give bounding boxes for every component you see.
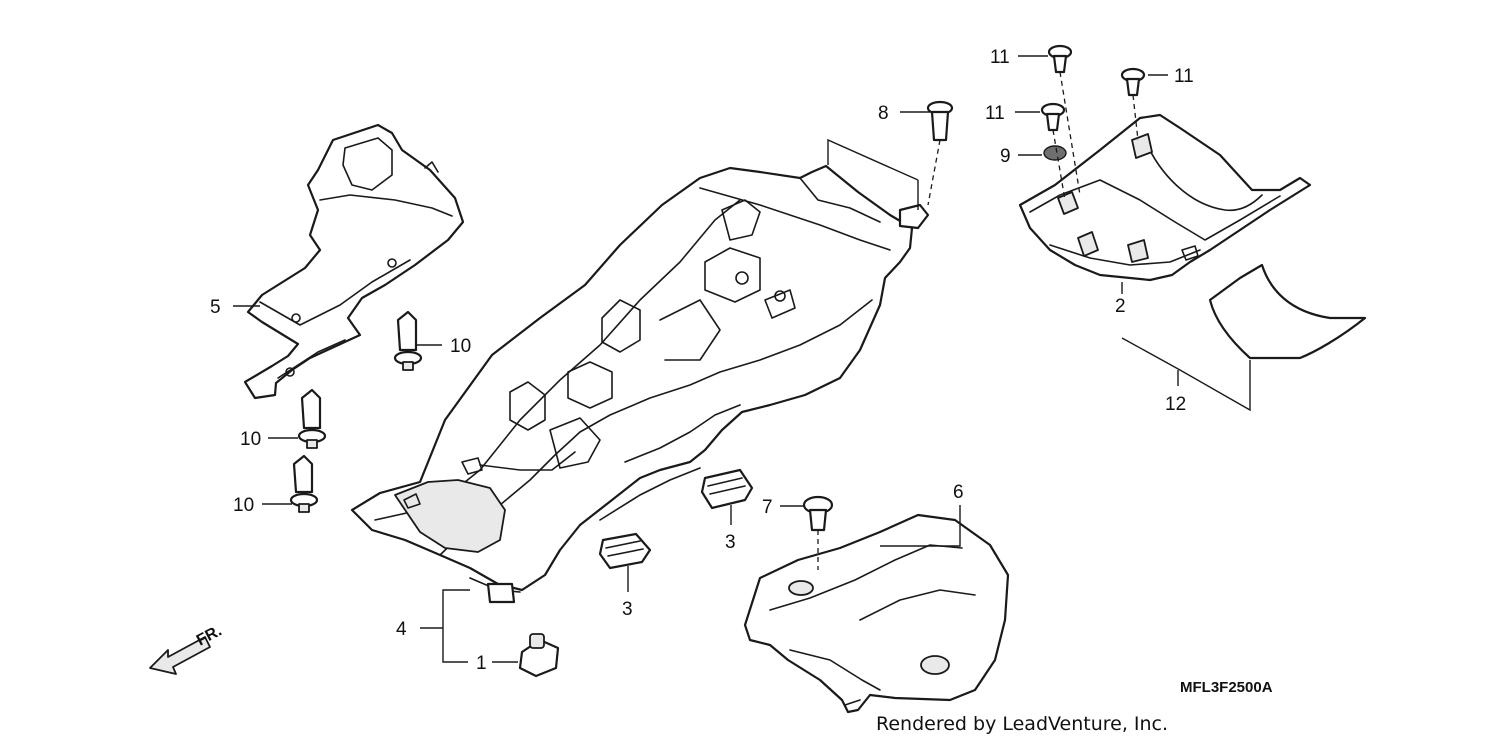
callout-6: 6 (953, 482, 964, 503)
part-8-rivet (926, 100, 954, 142)
part-1-clip-nut (518, 633, 560, 678)
part-11-screw-b (1120, 67, 1146, 97)
callout-11-a: 11 (990, 47, 1010, 68)
part-11-screw-a (1047, 44, 1073, 74)
fender-rear-tab (898, 203, 930, 230)
part-6-rear-cover (743, 513, 1010, 714)
callout-10-a: 10 (450, 336, 471, 357)
callout-10-c: 10 (233, 495, 254, 516)
part-11-screw-c (1040, 102, 1066, 132)
leader-lines (233, 55, 1251, 663)
part-2-undercowl (1018, 113, 1312, 282)
callout-10-b: 10 (240, 429, 261, 450)
part-3-rubber-lower (598, 532, 652, 570)
part-5-side-guard (243, 123, 465, 400)
callout-11-c: 11 (985, 103, 1005, 124)
part-10-rivet-a (393, 310, 423, 371)
callout-3-upper: 3 (725, 532, 736, 553)
callout-labels: 5 10 10 10 4 1 3 3 7 6 8 11 11 11 9 2 12 (210, 47, 1194, 674)
callout-2: 2 (1115, 296, 1126, 317)
part-12-decal (1208, 263, 1367, 360)
front-direction-arrow: FR. (149, 622, 225, 675)
callout-5: 5 (210, 297, 221, 318)
callout-3-lower: 3 (622, 599, 633, 620)
callout-12: 12 (1165, 394, 1186, 415)
callout-4: 4 (396, 619, 407, 640)
part-7-screw (802, 495, 834, 532)
callout-1: 1 (476, 653, 487, 674)
part-10-rivet-b (297, 388, 327, 449)
diagram-code: MFL3F2500A (1180, 679, 1273, 696)
callout-7: 7 (762, 497, 773, 518)
rear-fender-undertray (350, 164, 914, 604)
callout-8: 8 (878, 103, 889, 124)
callout-9: 9 (1000, 146, 1011, 167)
part-9-grommet (1043, 145, 1067, 161)
part-3-rubber-upper (700, 468, 754, 510)
rendered-by-credit: Rendered by LeadVenture, Inc. (876, 713, 1168, 735)
callout-11-b: 11 (1174, 66, 1194, 87)
arrow-left-icon (149, 636, 211, 675)
part-10-rivet-c (289, 454, 319, 513)
